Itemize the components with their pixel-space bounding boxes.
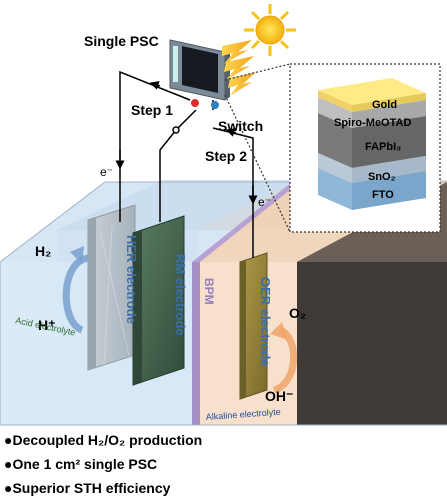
wire-rm — [159, 129, 177, 222]
psc-active-area — [182, 46, 218, 93]
electrolysis-tank — [0, 180, 447, 426]
layer-gold — [352, 93, 426, 112]
layer-sno2-label: SnO₂ — [368, 171, 396, 183]
h2-label: H₂ — [35, 243, 51, 259]
layer-spiro-label: Spiro-MeOTAD — [334, 117, 411, 129]
switch-arm — [175, 109, 197, 131]
highlight-decoupled: ●Decoupled H₂/O₂ production — [4, 432, 203, 448]
electron-label-right: e⁻ — [258, 195, 271, 209]
arrow-oer-wire — [225, 128, 237, 137]
switch-label: Switch — [218, 118, 263, 134]
highlight-sth-efficiency: ●Superior STH efficiency — [4, 480, 171, 496]
layer-fapbi3-label: FAPbI₃ — [365, 141, 401, 153]
tank-outline — [0, 181, 447, 425]
rm-electrode-label: RM electrode — [173, 254, 188, 336]
highlights-list: ●Decoupled H₂/O₂ production ●One 1 cm² s… — [4, 428, 304, 500]
acid-chamber-top — [0, 182, 297, 262]
her-electrode-plate — [87, 204, 136, 371]
psc-terminal-negative — [191, 99, 199, 107]
layer-fto-label: FTO — [372, 189, 394, 201]
arrow-top-wire — [149, 81, 161, 90]
perovskite-layer-stack — [318, 78, 426, 210]
psc-terminal-positive — [211, 101, 219, 109]
step1-label: Step 1 — [131, 102, 173, 118]
her-electrode-label: HER electrode — [124, 235, 139, 324]
bpm-membrane — [192, 182, 300, 262]
bpm-label: BPM — [202, 278, 216, 305]
o2-label: O₂ — [289, 305, 306, 321]
oer-electrode-plate — [239, 252, 268, 400]
rm-electrode-plate — [132, 215, 185, 386]
lightning-bolt-icons — [222, 40, 256, 96]
sun-icon — [244, 4, 296, 56]
o2-evolution-arrowhead — [270, 322, 288, 340]
h2-evolution-arrowhead — [70, 246, 84, 264]
hplus-label: H⁺ — [38, 317, 56, 333]
highlight-single-psc: ●One 1 cm² single PSC — [4, 456, 158, 472]
switch-pivot — [172, 126, 180, 134]
oer-electrode-label: OER electrode — [258, 277, 273, 367]
electron-label-left: e⁻ — [100, 165, 113, 179]
ohminus-label: OH⁻ — [265, 388, 293, 404]
psc-strip — [173, 46, 178, 82]
layer-top-surface — [318, 78, 426, 105]
layer-gold-label: Gold — [372, 99, 397, 111]
bpm-membrane-front — [192, 262, 200, 425]
psc-device — [169, 39, 230, 109]
step2-label: Step 2 — [205, 148, 247, 164]
dark-block-face — [297, 262, 447, 425]
wire-her — [119, 70, 191, 222]
psc-title: Single PSC — [84, 33, 159, 49]
psc-side — [225, 49, 230, 100]
